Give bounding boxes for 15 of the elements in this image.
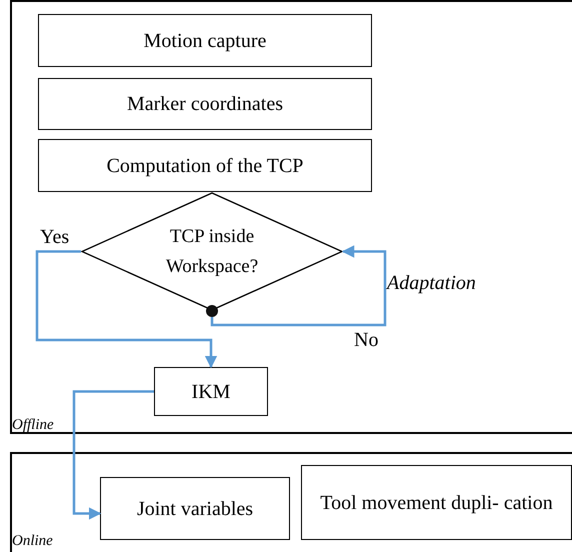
connector-arrow [36, 250, 218, 368]
connector-arrow [72, 390, 154, 520]
process-box: Computation of the TCP [38, 139, 372, 192]
process-box: Tool movement dupli- cation [301, 465, 572, 540]
panel-label: Online [12, 534, 53, 549]
panel-frame [10, 452, 572, 552]
decision-text: TCP inside Workspace? [164, 224, 260, 278]
note-label: Adaptation [387, 273, 476, 293]
process-box: Motion capture [38, 14, 372, 67]
process-box: Joint variables [100, 477, 290, 540]
connector-arrow [210, 245, 386, 326]
process-box: Marker coordinates [38, 78, 372, 130]
process-box: IKM [154, 367, 268, 416]
panel-label: Offline [12, 418, 54, 433]
panel-frame [10, 0, 572, 434]
